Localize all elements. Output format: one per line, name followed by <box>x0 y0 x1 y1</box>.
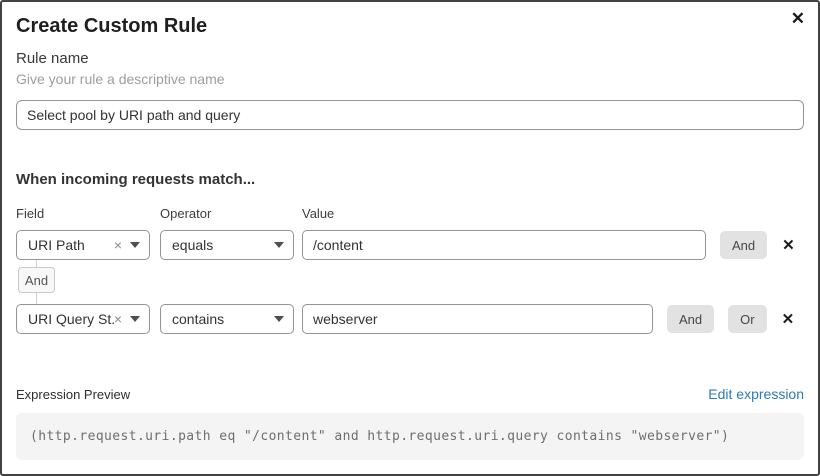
operator-select[interactable]: equals <box>160 230 294 260</box>
value-input[interactable] <box>302 230 706 260</box>
rule-name-input[interactable] <box>16 100 804 130</box>
value-input[interactable] <box>302 304 653 334</box>
field-select-value: URI Query St... <box>28 311 114 327</box>
expression-preview-label: Expression Preview <box>16 387 131 402</box>
chevron-down-icon <box>274 316 284 322</box>
chevron-down-icon <box>274 242 284 248</box>
condition-joiner: And <box>16 260 804 304</box>
chevron-down-icon <box>130 316 140 322</box>
edit-expression-link[interactable]: Edit expression <box>708 386 804 402</box>
condition-row: URI Path × equals And ✕ <box>16 230 804 260</box>
column-labels: Field Operator Value <box>16 206 804 222</box>
clear-field-icon[interactable]: × <box>113 237 122 253</box>
close-icon[interactable]: ✕ <box>790 9 805 28</box>
or-button[interactable]: Or <box>728 305 767 333</box>
joiner-and-badge: And <box>18 267 55 293</box>
expression-code-block: (http.request.uri.path eq "/content" and… <box>16 413 804 460</box>
dialog-title: Create Custom Rule <box>16 15 208 37</box>
rule-name-label: Rule name <box>16 50 89 67</box>
and-button[interactable]: And <box>667 305 715 333</box>
match-heading: When incoming requests match... <box>16 171 256 188</box>
operator-select-value: equals <box>172 237 214 253</box>
rule-name-hint: Give your rule a descriptive name <box>16 71 225 87</box>
field-select-value: URI Path <box>28 237 85 253</box>
operator-select-value: contains <box>172 311 225 327</box>
dialog-content: Create Custom Rule Rule name Give your r… <box>2 13 818 460</box>
value-column-label: Value <box>302 206 335 221</box>
operator-column-label: Operator <box>160 206 212 221</box>
field-select[interactable]: URI Path × <box>16 230 150 260</box>
remove-condition-icon[interactable]: ✕ <box>781 310 795 328</box>
clear-field-icon[interactable]: × <box>113 311 122 327</box>
remove-condition-icon[interactable]: ✕ <box>782 236 795 254</box>
expression-preview-header: Expression Preview Edit expression <box>16 386 804 403</box>
and-button[interactable]: And <box>720 231 768 259</box>
field-column-label: Field <box>16 206 45 221</box>
expression-code: (http.request.uri.path eq "/content" and… <box>30 429 730 444</box>
operator-select[interactable]: contains <box>160 304 294 334</box>
chevron-down-icon <box>130 242 140 248</box>
condition-row: URI Query St... × contains And Or ✕ <box>16 304 804 334</box>
field-select[interactable]: URI Query St... × <box>16 304 150 334</box>
